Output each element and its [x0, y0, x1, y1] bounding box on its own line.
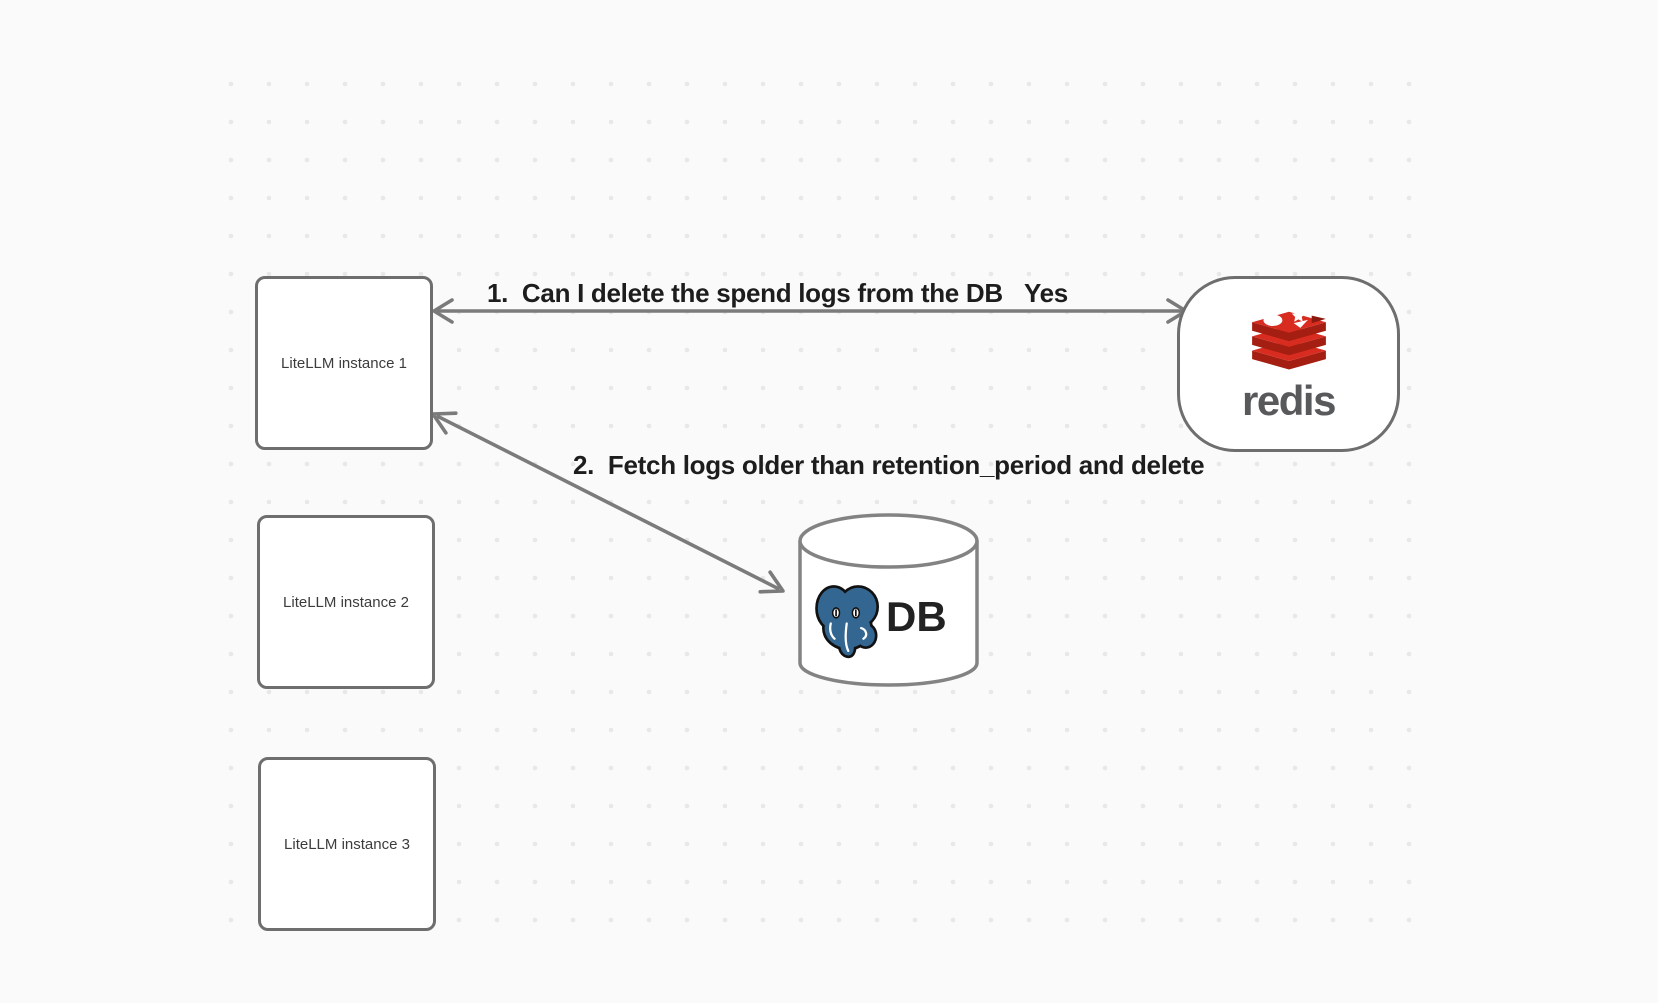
step1-label[interactable]: 1. Can I delete the spend logs from the … — [487, 278, 1003, 308]
redis-logo-icon — [1251, 308, 1326, 370]
node-label: LiteLLM instance 1 — [281, 354, 407, 372]
redis-wordmark: redis — [1242, 377, 1336, 424]
node-label: LiteLLM instance 2 — [283, 593, 409, 611]
db-label: DB — [886, 593, 947, 640]
postgres-elephant-icon — [815, 585, 880, 659]
litellm-instance-2-node[interactable]: LiteLLM instance 2 — [257, 515, 435, 689]
litellm-instance-1-node[interactable]: LiteLLM instance 1 — [255, 276, 433, 450]
step1-answer-label[interactable]: Yes — [1024, 278, 1068, 308]
step2-label[interactable]: 2. Fetch logs older than retention_perio… — [573, 450, 1205, 480]
redis-node[interactable]: redis — [1177, 276, 1400, 452]
litellm-instance-3-node[interactable]: LiteLLM instance 3 — [258, 757, 436, 931]
node-label: LiteLLM instance 3 — [284, 835, 410, 853]
